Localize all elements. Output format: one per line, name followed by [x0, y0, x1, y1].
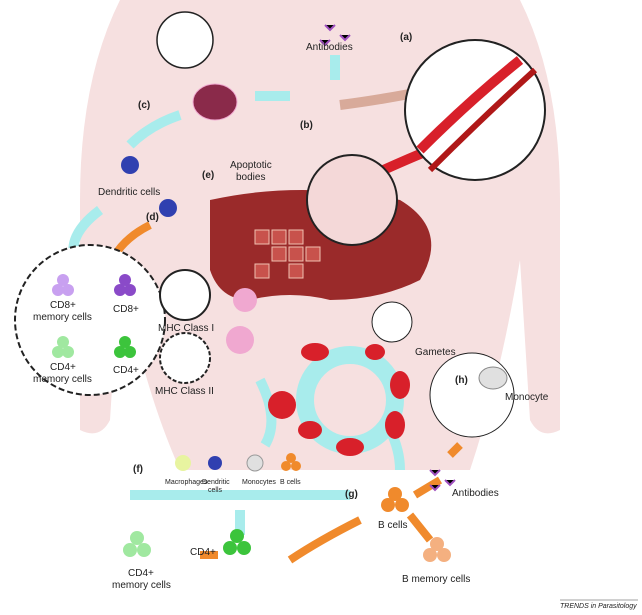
label-a: (a) [400, 32, 412, 43]
monocyte-cell [478, 366, 508, 390]
dendritic-cells [121, 156, 222, 470]
antibody-icons [319, 24, 456, 492]
label-e: (e) [202, 170, 214, 181]
cd4-cells [52, 336, 251, 557]
merozoite-cluster [226, 288, 257, 354]
macrophages-label: Macrophages [165, 479, 208, 486]
cd8-cells [52, 274, 136, 296]
cd4-bottom-label: CD4+ [190, 547, 216, 558]
mosquito-bite-inset [404, 39, 546, 181]
apoptotic-label-1: Apoptotic [230, 160, 272, 171]
mhc2-circle [159, 332, 211, 384]
label-g: (g) [345, 489, 358, 500]
antibodies-bottom-label: Antibodies [452, 488, 499, 499]
mhc1-circle [159, 269, 211, 321]
antibodies-top-label: Antibodies [306, 42, 353, 53]
b-cells-g-label: B cells [378, 520, 407, 531]
dendritic-cells-label: Dendritic cells [98, 187, 160, 198]
label-c: (c) [138, 100, 150, 111]
apoptotic-label-2: bodies [236, 172, 265, 183]
cd4-label: CD4+ [113, 365, 139, 376]
infected-hepatocytes [254, 229, 321, 279]
label-d: (d) [146, 212, 159, 223]
cd4-memory-bottom-label-1: CD4+ [128, 568, 154, 579]
credit-label: TRENDS in Parasitology [560, 603, 637, 610]
b-cells [281, 453, 451, 562]
cd8-label: CD8+ [113, 304, 139, 315]
monocyte-circle [429, 352, 515, 438]
monocytes-icon [246, 454, 264, 472]
macrophage-icon [175, 455, 191, 471]
cd4-memory-label-2: memory cells [33, 374, 92, 385]
gametes-circle [371, 301, 413, 343]
b-cells-f-label: B cells [280, 479, 301, 486]
dendritic-f-label-1: Dendritic [202, 479, 230, 486]
gametes-label: Gametes [415, 347, 456, 358]
mhc2-label: MHC Class II [155, 386, 214, 397]
dendritic-f-label-2: cells [208, 487, 223, 494]
cd8-memory-label-2: memory cells [33, 312, 92, 323]
monocyte-label: Monocyte [505, 392, 549, 403]
mhc1-label: MHC Class I [158, 323, 214, 334]
cd4-memory-label-1: CD4+ [50, 362, 76, 373]
spleen-inset [156, 11, 214, 69]
liver-inset [306, 154, 398, 246]
monocytes-label: Monocytes [242, 479, 276, 486]
cd8-memory-label-1: CD8+ [50, 300, 76, 311]
label-h: (h) [455, 375, 468, 386]
red-blood-cells [268, 343, 410, 456]
lymph-node [192, 83, 238, 121]
label-b: (b) [300, 120, 313, 131]
b-memory-label: B memory cells [402, 574, 470, 585]
label-f: (f) [133, 464, 143, 475]
cd4-memory-bottom-label-2: memory cells [112, 580, 171, 591]
